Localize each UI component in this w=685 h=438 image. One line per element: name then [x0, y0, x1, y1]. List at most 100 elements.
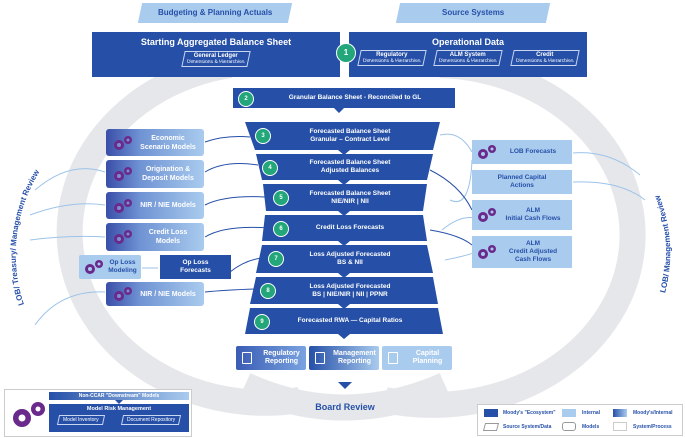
starting-balance-sheet-title: Starting Aggregated Balance Sheet: [140, 37, 292, 47]
document-icon: [388, 352, 398, 364]
stage-shape-3: [245, 122, 440, 155]
right-ring-label: LOB/ Management Review: [652, 193, 672, 293]
mrm-arrow: [115, 400, 123, 404]
planned-capital-line2: Actions: [510, 182, 534, 189]
planned-capital-line1: Planned Capital: [497, 174, 547, 181]
model-inventory-box: Model Inventory: [57, 415, 105, 425]
left-ring-label-text: LOB/ Treasury/ Management Review: [9, 167, 42, 306]
operational-data-title: Operational Data: [431, 37, 505, 47]
stage-shape-2: [233, 88, 455, 113]
nir-nie-1-label: NIR / NIE Models: [140, 202, 196, 209]
origination-deposit-models: Origination &Deposit Models: [106, 160, 204, 188]
alm-initial-line2: Initial Cash Flows: [505, 215, 561, 222]
origination-line2: Deposit Models: [142, 175, 194, 182]
stage-5-line2: NIE/NIR | NII: [331, 197, 369, 205]
management-reporting-line2: Reporting: [337, 358, 372, 365]
nir-nie-2-label: NIR / NIE Models: [140, 290, 196, 298]
legend: Moody's "Ecosystem" Internal Moody's/Int…: [477, 404, 683, 436]
connector-lines-left: [29, 168, 106, 326]
op-loss-forecasts-line2: Forecasts: [180, 267, 211, 274]
economic-scenario-line1: Economic: [151, 134, 185, 142]
stage-7-line1: Loss Adjusted Forecasted: [309, 251, 391, 258]
legend-swatch-models: [562, 422, 576, 431]
legend-swatch-ecosystem: [484, 409, 498, 417]
stage-3-line1: Forecasted Balance Sheet: [309, 128, 391, 135]
document-repository-box: Document Repository: [120, 415, 181, 425]
review-ring-left: [56, 52, 303, 416]
stage-6-text: Credit Loss Forecasts: [315, 224, 385, 231]
starting-balance-sheet-box: Starting Aggregated Balance Sheet Genera…: [92, 32, 340, 77]
stage-shape-8: [250, 277, 438, 309]
connector-lines-right: [439, 133, 646, 261]
stage-shape-6: [262, 215, 427, 246]
step-badge-1: 1: [336, 43, 356, 63]
capital-planning-line1: Capital: [415, 350, 440, 357]
stage-4-line2: Adjusted Balances: [320, 167, 380, 174]
op-loss-forecasts-line1: Op Loss: [182, 259, 209, 266]
document-repository-label: Document Repository: [126, 417, 175, 423]
step-badge-7: 7: [268, 251, 284, 267]
legend-swatch-mixed: [613, 409, 627, 417]
stage-shape-7: [256, 245, 433, 278]
connector-lines-right-dark: [429, 169, 473, 246]
nir-nie-models-1: NIR / NIE Models: [106, 192, 204, 219]
left-ring-label: LOB/ Treasury/ Management Review: [9, 167, 42, 306]
op-loss-modeling-line2: Modeling: [108, 267, 137, 274]
model-risk-management-panel: Non-CCAR "Downstream" Models Model Risk …: [4, 389, 192, 437]
stage-6-label: Credit Loss Forecasts: [285, 215, 415, 241]
model-risk-management-box: Model Risk Management Model Inventory Do…: [49, 404, 189, 432]
gears-icon: [114, 287, 132, 301]
stage-7-line2: BS & NII: [337, 259, 363, 266]
legend-label-internal: Internal: [582, 410, 601, 416]
stage-8-line1: Loss Adjusted Forecasted: [309, 282, 391, 290]
lob-forecasts-label: LOB Forecasts: [509, 148, 557, 155]
stage-9-label: Forecasted RWA — Capital Ratios: [270, 308, 430, 334]
legend-label-source: Source System/Data: [503, 424, 552, 430]
review-ring-bottom: [239, 373, 451, 421]
stage-shape-5: [263, 184, 427, 216]
downstream-models-bar: Non-CCAR "Downstream" Models: [49, 392, 189, 400]
legend-label-ecosystem: Moody's "Ecosystem": [503, 410, 556, 416]
gears-icon: [13, 402, 45, 427]
step-badge-9: 9: [254, 314, 270, 330]
alm-credit-line3: Cash Flows: [514, 256, 552, 263]
regulatory-reporting-line2: Reporting: [264, 358, 299, 365]
stage-4-line1: Forecasted Balance Sheet: [309, 159, 391, 166]
legend-label-process: System/Process: [633, 424, 672, 430]
gears-icon: [478, 245, 496, 259]
gears-icon: [114, 135, 132, 150]
economic-scenario-line2: Scenario Models: [140, 143, 196, 151]
stage-9-text: Forecasted RWA — Capital Ratios: [297, 317, 403, 324]
legend-swatch-internal: [562, 409, 576, 417]
step-badge-8: 8: [260, 283, 276, 299]
op-loss-modeling-line1: Op Loss: [109, 259, 136, 266]
credit-loss-line1: Credit Loss: [148, 229, 188, 236]
step-badge-4: 4: [262, 160, 278, 176]
mrm-title: Model Risk Management: [86, 406, 152, 412]
stage-3-line2: Granular – Contract Level: [310, 136, 390, 143]
nir-nie-models-2: NIR / NIE Models: [106, 282, 204, 306]
stage-shape-4: [256, 154, 433, 185]
right-ring-label-text: LOB/ Management Review: [652, 193, 672, 293]
capital-planning-line2: Planning: [412, 358, 443, 365]
gears-icon: [478, 208, 496, 222]
gears-icon: [114, 230, 132, 244]
legend-swatch-source: [482, 423, 500, 431]
legend-swatch-process: [613, 422, 627, 431]
